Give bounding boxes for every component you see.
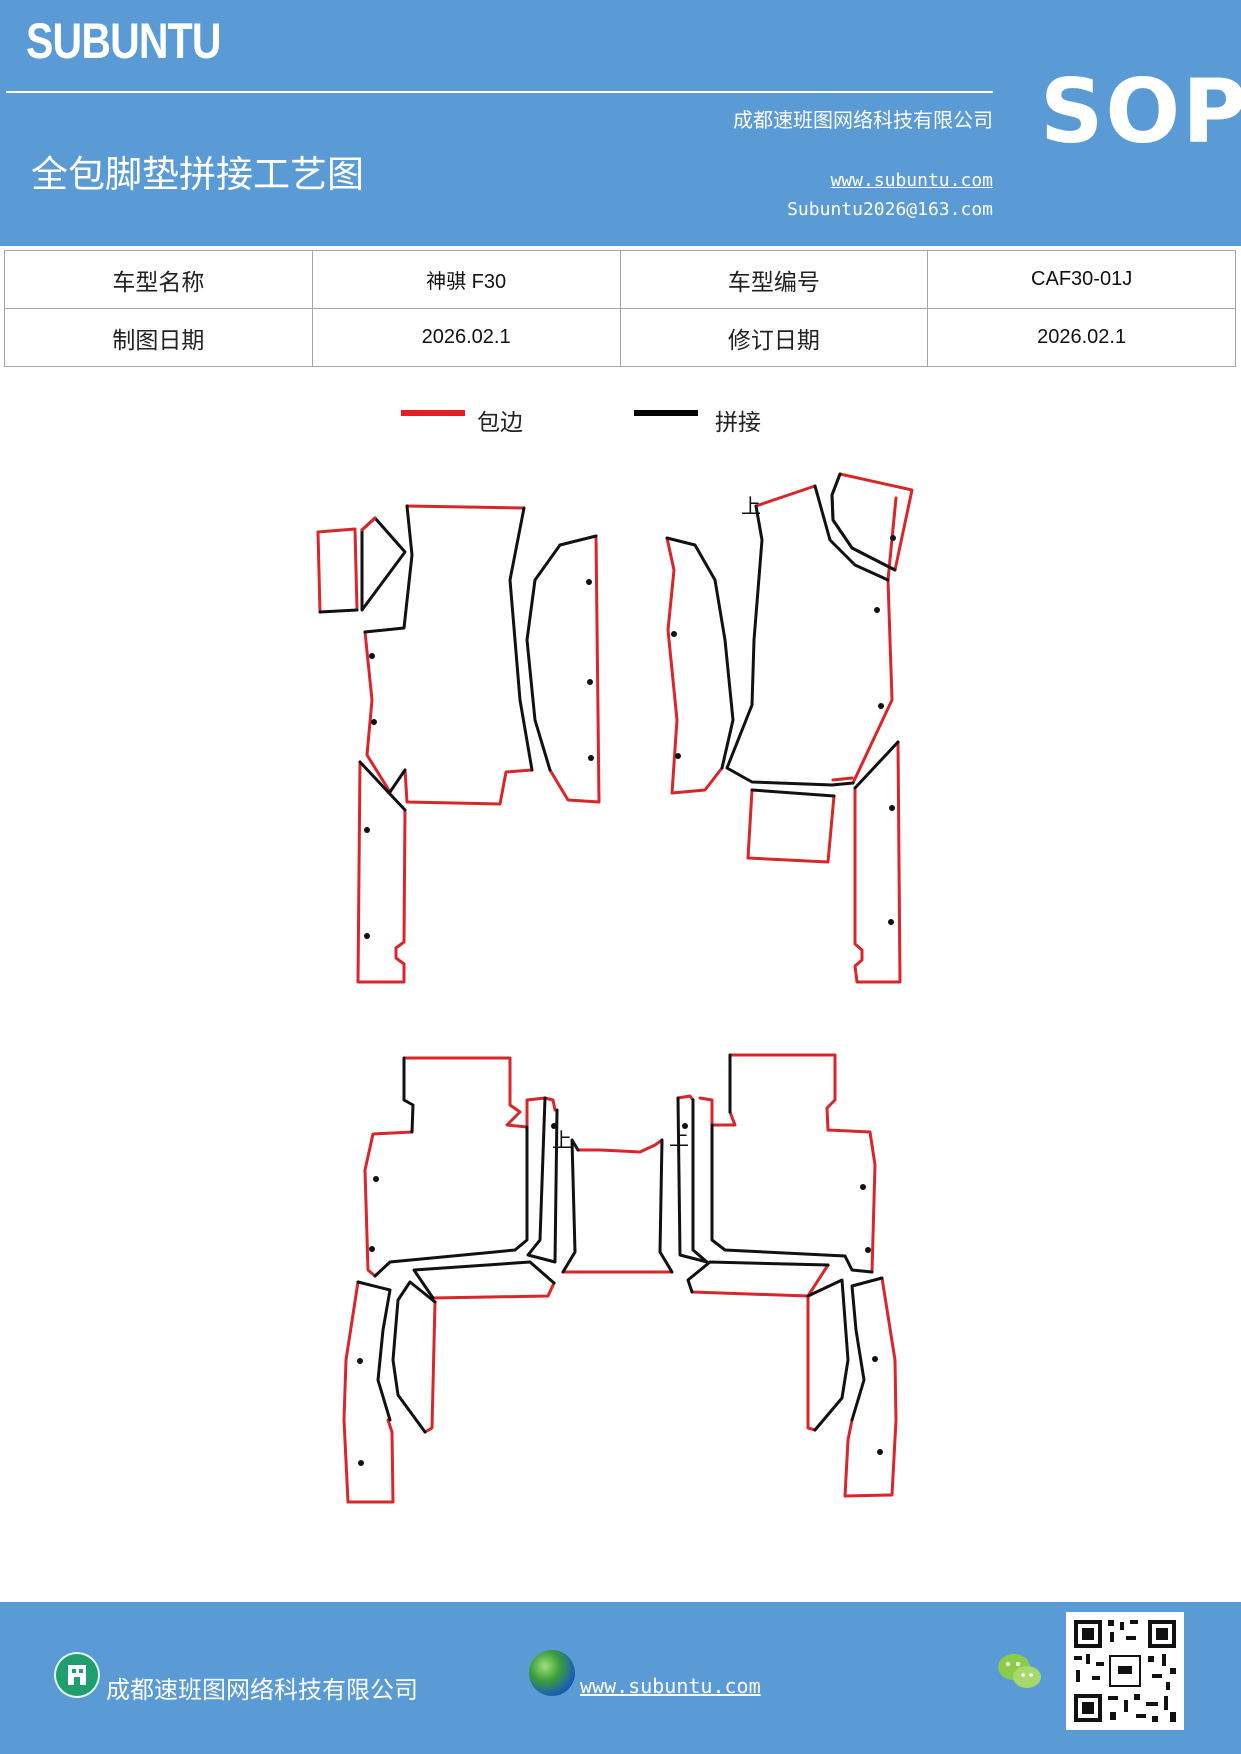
mat-seam [360, 516, 407, 612]
mat-seam [526, 1096, 559, 1264]
mat-piece [665, 536, 724, 795]
mat-piece [356, 760, 407, 984]
label-model-code: 车型编号 [619, 250, 929, 309]
wechat-icon[interactable] [996, 1650, 1044, 1694]
rivet-dot [587, 679, 593, 685]
value-revise-date: 2026.02.1 [927, 308, 1236, 367]
mat-piece [690, 1263, 830, 1298]
rivet-dot [878, 703, 884, 709]
rivet-dot [357, 1358, 363, 1364]
mat-seam [725, 484, 890, 787]
label-revise-date: 修订日期 [619, 308, 929, 367]
rivet-dot [551, 1123, 557, 1129]
mat-piece [561, 1138, 674, 1274]
mat-piece [363, 1056, 547, 1278]
mat-seam [561, 1138, 674, 1274]
mat-piece [843, 1276, 898, 1498]
legend-seam-swatch [634, 410, 698, 416]
value-draw-date: 2026.02.1 [311, 308, 621, 367]
table-row: 制图日期 2026.02.1 修订日期 2026.02.1 [4, 308, 1236, 367]
mat-piece [431, 1281, 556, 1300]
mat-seam [358, 760, 407, 812]
mat-seam [853, 740, 900, 790]
email-text: Subuntu2026@163.com [787, 199, 993, 220]
mat-piece [853, 740, 902, 984]
rivet-dot [358, 1460, 364, 1466]
brand-logo: SUBUNTU [26, 13, 222, 69]
top-mark: 上 [669, 1126, 689, 1150]
rivet-dot [877, 1449, 883, 1455]
mat-piece [676, 1094, 695, 1102]
mat-piece [548, 534, 601, 804]
value-model-code: CAF30-01J [927, 250, 1236, 309]
mat-seam [391, 1280, 437, 1434]
rivet-dot [371, 719, 377, 725]
rivet-dot [889, 805, 895, 811]
rivet-dot [682, 1123, 688, 1129]
rivet-dot [675, 753, 681, 759]
mat-seam [686, 1260, 830, 1294]
legend-seam-label: 拼接 [715, 410, 761, 436]
page-title: 全包脚垫拼接工艺图 [31, 153, 364, 196]
footer-company: 成都速班图网络科技有限公司 [106, 1676, 418, 1704]
mat-piece [543, 1096, 557, 1112]
company-name: 成都速班图网络科技有限公司 [733, 108, 993, 132]
mat-seam [850, 1276, 884, 1422]
globe-icon [529, 1650, 575, 1696]
rivet-dot [865, 1247, 871, 1253]
mat-piece [342, 1280, 395, 1504]
mat-seam [363, 504, 534, 794]
top-mark: 上 [552, 1128, 572, 1152]
mat-seam [665, 536, 735, 770]
legend-edge-swatch [401, 410, 465, 416]
rivet-dot [588, 755, 594, 761]
mat-seam [806, 1278, 850, 1432]
website-link[interactable]: www.subuntu.com [830, 170, 993, 191]
legend-edge-label: 包边 [477, 410, 523, 436]
table-row: 车型名称 神骐 F30 车型编号 CAF30-01J [4, 250, 1236, 309]
top-mark: 上 [741, 494, 761, 518]
mat-seam [830, 472, 897, 572]
mat-seam [525, 534, 598, 772]
rivet-dot [369, 653, 375, 659]
sop-badge: SOP [1040, 60, 1241, 163]
rivet-dot [364, 827, 370, 833]
mat-piece [746, 788, 836, 864]
rivet-dot [369, 1246, 375, 1252]
rivet-dot [586, 579, 592, 585]
rivet-dot [860, 1184, 866, 1190]
mat-seam [356, 1280, 392, 1422]
mat-piece [806, 1294, 817, 1432]
mat-seam [750, 788, 836, 798]
rivet-dot [364, 933, 370, 939]
mat-diagram: 上 上 上 [316, 472, 914, 1504]
header-banner [0, 0, 1241, 246]
footer-website-link[interactable]: www.subuntu.com [580, 1674, 761, 1698]
building-icon [54, 1652, 100, 1698]
rivet-dot [890, 535, 896, 541]
rivet-dot [874, 607, 880, 613]
info-table: 车型名称 神骐 F30 车型编号 CAF30-01J 制图日期 2026.02.… [4, 250, 1236, 367]
mat-piece [360, 516, 377, 532]
header-divider [6, 91, 993, 93]
mat-piece [423, 1300, 437, 1434]
mat-seam [373, 1056, 529, 1278]
label-model-name: 车型名称 [4, 250, 313, 309]
mat-seam [412, 1260, 556, 1300]
rivet-dot [671, 631, 677, 637]
mat-seam [676, 1096, 709, 1264]
value-model-name: 神骐 F30 [311, 250, 621, 309]
mat-seam [710, 1053, 874, 1274]
mat-seam [318, 608, 359, 614]
qr-code [1066, 1612, 1184, 1730]
rivet-dot [872, 1356, 878, 1362]
rivet-dot [888, 919, 894, 925]
mat-piece [698, 1053, 877, 1274]
mat-piece [363, 504, 534, 806]
rivet-dot [373, 1176, 379, 1182]
label-draw-date: 制图日期 [4, 308, 313, 367]
mat-piece [316, 527, 359, 614]
